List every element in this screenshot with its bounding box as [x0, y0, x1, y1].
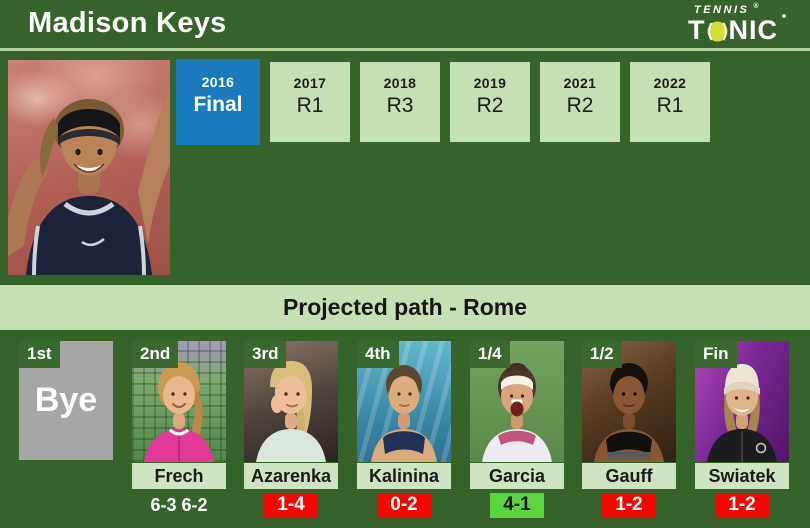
logo-letters-nic: NIC: [728, 15, 778, 45]
history-box-2017: 2017 R1: [270, 62, 350, 142]
history-box-2016: 2016 Final: [176, 59, 260, 145]
history-box-2018: 2018 R3: [360, 62, 440, 142]
tennis-ball-icon: [707, 20, 728, 42]
card-round-semifinal: 1/2 Gauff 1-2: [582, 341, 676, 518]
madison-keys-photo: [8, 60, 170, 275]
projected-path-band: Projected path - Rome: [0, 285, 810, 330]
card-round-3rd: 3rd Azarenka 1-4: [244, 341, 338, 518]
section-title: Projected path - Rome: [282, 294, 528, 320]
history-round: R1: [656, 94, 684, 117]
h2h-badge: 1-2: [602, 493, 656, 518]
logo-tennis-text: TENNIS: [694, 4, 750, 16]
history-round: R1: [296, 94, 324, 117]
logo-word-tonic: T NIC: [688, 14, 788, 45]
opponent-name: Garcia: [470, 463, 564, 489]
round-label: 1/2: [582, 341, 622, 368]
h2h-badge: 1-4: [264, 493, 318, 518]
page-title: Madison Keys: [28, 7, 227, 39]
bye-text: Bye: [34, 381, 98, 419]
history-year: 2022: [653, 75, 687, 91]
opponent-name: Swiatek: [695, 463, 789, 489]
score-row: 1-2: [582, 493, 676, 518]
registered-trademark: ®: [753, 3, 759, 10]
swiatek-photo: Fin: [695, 341, 789, 462]
card-round-2nd: 2nd Frech 6-3 6-2: [132, 341, 226, 518]
tennis-tonic-logo: TENNIS ® T NIC: [688, 3, 788, 45]
round-label: Fin: [695, 341, 737, 368]
history-round: R2: [476, 94, 504, 117]
history-box-2022: 2022 R1: [630, 62, 710, 142]
card-round-1st: Bye 1st: [19, 341, 113, 460]
round-label: 1st: [19, 341, 60, 368]
history-year: 2016: [201, 74, 235, 90]
header-divider: [0, 48, 810, 51]
history-round: R3: [386, 94, 414, 117]
card-round-quarterfinal: 1/4 Garcia 4-1: [470, 341, 564, 518]
opponent-name: Kalinina: [357, 463, 451, 489]
history-year: 2019: [473, 75, 507, 91]
tournament-history: 2016 Final 2017 R1 2018 R3 2019 R2 2021 …: [176, 59, 710, 145]
round-label: 2nd: [132, 341, 179, 368]
h2h-badge: 1-2: [715, 493, 769, 518]
opponent-name: Frech: [132, 463, 226, 489]
match-score: 6-3 6-2: [150, 495, 208, 515]
score-row: 1-2: [695, 493, 789, 518]
gauff-photo: 1/2: [582, 341, 676, 462]
h2h-badge: 0-2: [377, 493, 431, 518]
history-year: 2021: [563, 75, 597, 91]
frech-photo: 2nd: [132, 341, 226, 462]
logo-word-tennis: TENNIS ®: [688, 3, 788, 16]
kalinina-photo: 4th: [357, 341, 451, 462]
history-box-2019: 2019 R2: [450, 62, 530, 142]
round-label: 1/4: [470, 341, 510, 368]
card-round-final: Fin Swiatek 1-2: [695, 341, 789, 518]
score-row: 1-4: [244, 493, 338, 518]
header: Madison Keys TENNIS ® T NIC: [0, 0, 810, 48]
score-row: 4-1: [470, 493, 564, 518]
bye-box: Bye 1st: [19, 341, 113, 460]
opponent-name: Azarenka: [244, 463, 338, 489]
round-label: 4th: [357, 341, 399, 368]
history-round: Final: [193, 93, 243, 116]
logo-dot: [782, 14, 786, 18]
score-row: 0-2: [357, 493, 451, 518]
opponent-name: Gauff: [582, 463, 676, 489]
h2h-badge: 4-1: [490, 493, 544, 518]
history-year: 2017: [293, 75, 327, 91]
round-label: 3rd: [244, 341, 287, 368]
azarenka-photo: 3rd: [244, 341, 338, 462]
card-round-4th: 4th Kalinina 0-2: [357, 341, 451, 518]
score-row: 6-3 6-2: [132, 493, 226, 518]
history-box-2021: 2021 R2: [540, 62, 620, 142]
garcia-photo: 1/4: [470, 341, 564, 462]
logo-letter-t: T: [688, 15, 706, 45]
history-round: R2: [566, 94, 594, 117]
history-year: 2018: [383, 75, 417, 91]
